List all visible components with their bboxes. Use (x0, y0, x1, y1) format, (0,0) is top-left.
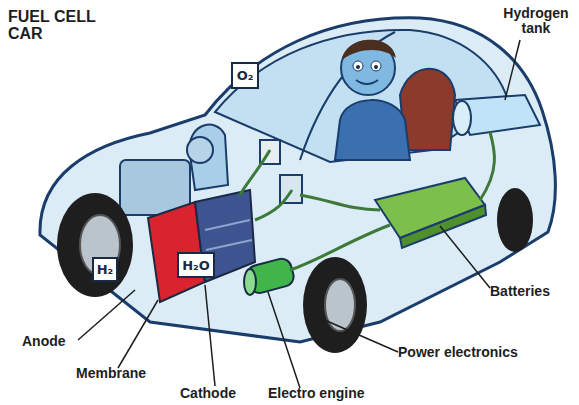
wire (240, 150, 270, 195)
wheel (57, 193, 133, 297)
part-label: Electro engine (268, 386, 398, 401)
part-label: Membrane (76, 366, 176, 381)
leader-line (78, 290, 135, 340)
formula-box: O₂ (231, 62, 259, 89)
leader-line (505, 40, 520, 100)
formula-text: O₂ (237, 68, 254, 83)
controller-box (280, 175, 302, 203)
formula-text: H₂ (97, 262, 114, 277)
wire (300, 195, 380, 210)
driver-mouth (356, 80, 378, 84)
cell-ridge (205, 220, 250, 230)
driver-pupil (374, 65, 378, 69)
formula-box: H₂O (177, 252, 215, 278)
leader-line (440, 226, 490, 288)
wheel-hub (325, 279, 355, 331)
diagram-title: FUEL CELL CAR (8, 8, 100, 42)
leader-line (320, 318, 398, 352)
driver-hair (342, 40, 396, 60)
leader-line (118, 300, 158, 368)
wheel (303, 257, 367, 353)
cell-ridge (206, 240, 252, 250)
driver-eye (353, 61, 363, 71)
engine-end (244, 269, 256, 295)
air-pump (187, 137, 213, 163)
formula-text: H₂O (182, 258, 210, 273)
driver-eye (371, 61, 381, 71)
leader-line (268, 292, 300, 388)
driver-body (335, 100, 410, 160)
part-label: Hydrogen tank (500, 6, 572, 36)
part-label: Power electronics (398, 345, 573, 360)
part-label: Batteries (490, 284, 570, 299)
battery-side (400, 205, 486, 248)
car-window (215, 30, 508, 162)
car-body (40, 18, 555, 342)
formula-box: H₂ (92, 257, 118, 282)
part-label: Anode (22, 334, 92, 349)
wire (480, 132, 494, 200)
leader-line (205, 285, 215, 386)
part-label: Cathode (180, 386, 260, 401)
wheel (497, 188, 533, 252)
driver-seat (400, 69, 455, 150)
tank-cap (453, 101, 471, 135)
driver-pupil (356, 65, 360, 69)
wire (255, 190, 292, 220)
